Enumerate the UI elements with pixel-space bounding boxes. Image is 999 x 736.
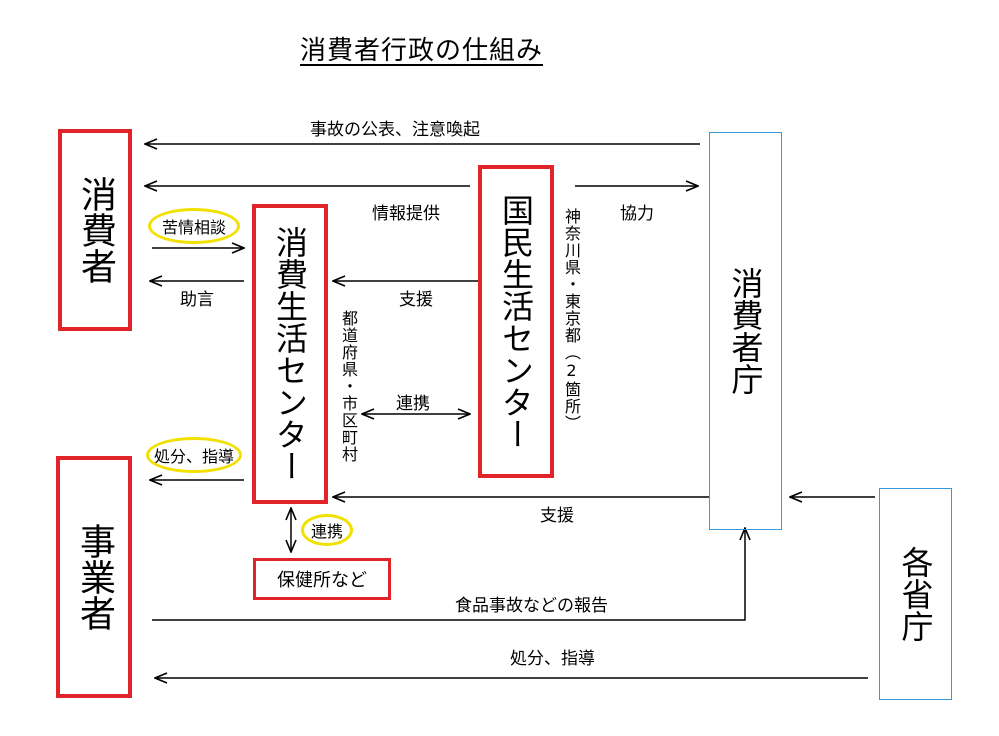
label-disposal-upper-text: 処分、指導	[153, 447, 234, 466]
node-business-label: 事業者	[74, 523, 115, 631]
label-disposal-upper: 処分、指導	[146, 437, 242, 473]
label-renkei-lower-text: 連携	[310, 522, 343, 541]
node-consumer-center: 消費生活センター	[252, 204, 328, 504]
label-advice: 助言	[180, 290, 214, 310]
label-complaint: 苦情相談	[148, 208, 240, 244]
node-health-center: 保健所など	[253, 558, 391, 600]
label-prefecture: 都道府県・市区町村	[339, 310, 358, 463]
label-support-upper: 支援	[399, 290, 433, 310]
label-info-provide: 情報提供	[372, 204, 440, 224]
label-kanagawa: 神奈川県・東京都（2箇所）	[562, 208, 581, 432]
node-consumer-agency-label: 消費者庁	[726, 267, 765, 395]
node-national-center: 国民生活センター	[478, 165, 554, 478]
label-disposal-lower: 処分、指導	[510, 649, 595, 669]
label-support-lower: 支援	[540, 506, 574, 526]
label-renkei-mid: 連携	[396, 394, 430, 414]
node-consumer-agency: 消費者庁	[709, 132, 782, 530]
node-consumer: 消費者	[58, 129, 132, 331]
node-consumer-label: 消費者	[75, 176, 116, 284]
label-complaint-text: 苦情相談	[161, 218, 226, 237]
node-national-center-label: 国民生活センター	[497, 193, 535, 450]
node-ministries-label: 各省庁	[896, 546, 935, 642]
label-cooperation: 協力	[620, 204, 654, 224]
page-title: 消費者行政の仕組み	[300, 36, 544, 66]
label-food-report: 食品事故などの報告	[455, 596, 608, 616]
node-health-center-label: 保健所など	[277, 570, 367, 591]
node-ministries: 各省庁	[879, 488, 952, 700]
node-consumer-center-label: 消費生活センター	[271, 226, 309, 482]
arrow-food-report	[152, 528, 745, 621]
label-accident-publish: 事故の公表、注意喚起	[310, 120, 480, 140]
node-business: 事業者	[56, 456, 132, 698]
label-renkei-lower: 連携	[301, 514, 353, 546]
